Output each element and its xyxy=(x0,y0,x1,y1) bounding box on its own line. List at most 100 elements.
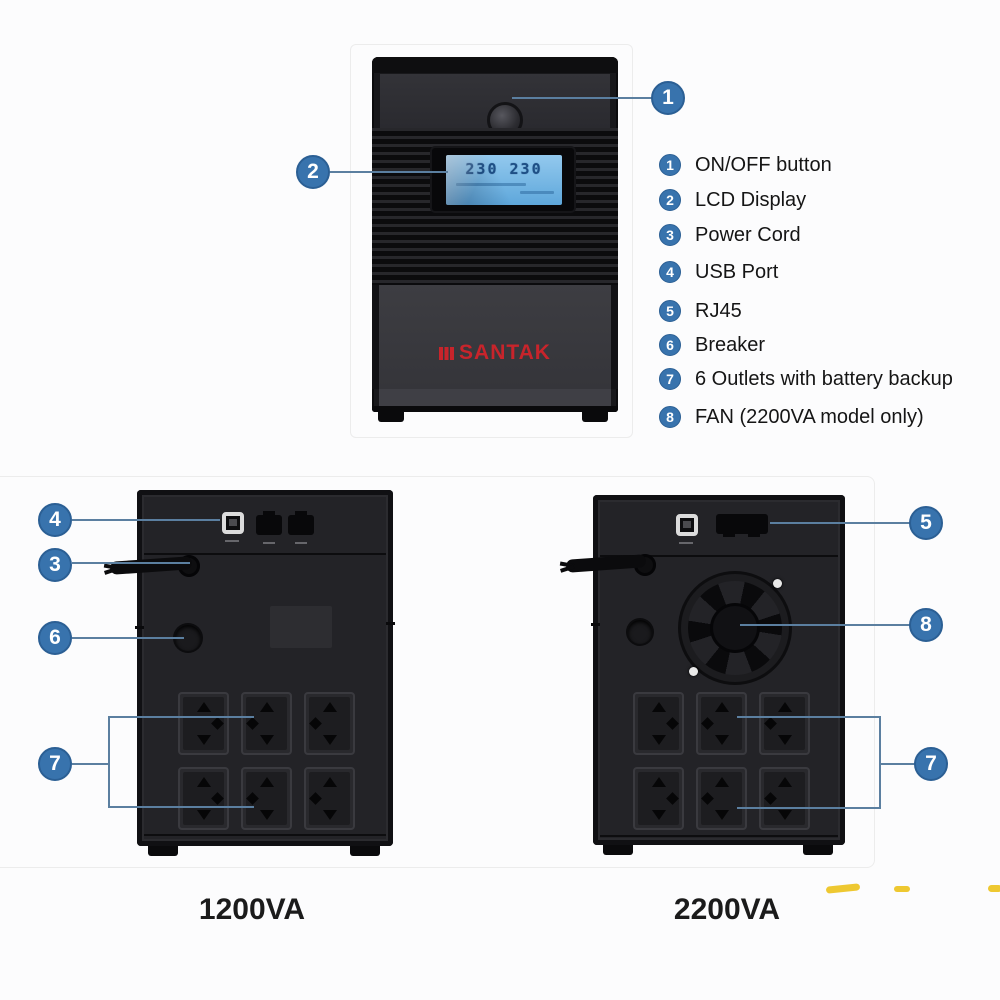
outlet-hole xyxy=(701,716,714,730)
callout-2-lcd: 2 xyxy=(296,155,330,189)
ups-front-view: 230 230 SANTAK xyxy=(372,57,618,412)
rear-left-foot xyxy=(148,846,178,856)
legend-item-1: 1 ON/OFF button xyxy=(659,154,832,176)
outlet-hole xyxy=(714,702,729,712)
front-top-panel xyxy=(379,73,611,138)
lcd-small-text-row xyxy=(520,191,554,194)
rj45-in-port xyxy=(256,511,282,535)
legend-item-7: 7 6 Outlets with battery backup xyxy=(659,368,953,390)
outlet-hole xyxy=(651,702,666,712)
legend-num-2: 2 xyxy=(659,189,681,211)
outlet-hole xyxy=(714,810,729,820)
outlet-socket xyxy=(178,767,229,830)
legend-label-5: RJ45 xyxy=(695,300,742,322)
outlet-socket xyxy=(178,692,229,755)
outlet-socket xyxy=(696,692,747,755)
legend-num-3: 3 xyxy=(659,224,681,246)
rear-left-foot xyxy=(350,846,380,856)
bracket-7-left-top xyxy=(108,716,254,718)
callout-4-usb: 4 xyxy=(38,503,72,537)
breaker-button xyxy=(628,620,652,644)
legend-label-7: 6 Outlets with battery backup xyxy=(695,368,953,390)
leader-line-4 xyxy=(72,519,220,521)
lcd-small-text-row xyxy=(456,183,526,186)
outlet-grid-2200va xyxy=(633,692,810,830)
watermark-mark xyxy=(988,885,1000,892)
leader-line-3 xyxy=(72,562,190,564)
outlet-hole xyxy=(246,716,259,730)
leader-line-2 xyxy=(330,171,448,173)
outlet-hole xyxy=(196,702,211,712)
outlet-hole xyxy=(211,791,224,805)
outlet-hole xyxy=(322,810,337,820)
ups-rear-view-2200va xyxy=(591,495,845,845)
outlet-grid-1200va xyxy=(178,692,355,830)
case-notch xyxy=(591,623,600,626)
outlet-hole xyxy=(714,777,729,787)
outlet-hole xyxy=(666,791,679,805)
leader-line-7-right xyxy=(879,763,915,765)
outlet-hole xyxy=(196,735,211,745)
front-foot-right xyxy=(582,412,608,422)
outlet-socket xyxy=(633,767,684,830)
usb-port-label xyxy=(225,540,239,542)
front-foot-left xyxy=(378,412,404,422)
legend-label-4: USB Port xyxy=(695,261,779,283)
outlet-hole xyxy=(259,702,274,712)
cooling-fan xyxy=(681,574,789,682)
rear-right-foot xyxy=(803,845,833,855)
outlet-hole xyxy=(651,777,666,787)
rear-views-card xyxy=(0,476,875,868)
fan-screw xyxy=(773,579,782,588)
legend-label-3: Power Cord xyxy=(695,224,801,246)
outlet-hole xyxy=(701,791,714,805)
leader-line-6 xyxy=(72,637,184,639)
usb-port xyxy=(676,514,698,536)
outlet-hole xyxy=(777,735,792,745)
outlet-hole xyxy=(196,777,211,787)
bracket-7-left xyxy=(108,716,110,808)
bracket-7-right-bottom xyxy=(737,807,881,809)
outlet-hole xyxy=(322,702,337,712)
lcd-readout: 230 230 xyxy=(465,160,543,178)
outlet-hole xyxy=(651,735,666,745)
outlet-hole xyxy=(211,716,224,730)
legend-num-5: 5 xyxy=(659,300,681,322)
legend-item-6: 6 Breaker xyxy=(659,334,765,356)
callout-3-power-cord: 3 xyxy=(38,548,72,582)
outlet-hole xyxy=(777,810,792,820)
outlet-hole xyxy=(666,716,679,730)
rear-right-foot xyxy=(603,845,633,855)
outlet-hole xyxy=(309,716,322,730)
callout-7-outlets-right: 7 xyxy=(914,747,948,781)
lcd-display: 230 230 xyxy=(446,155,562,205)
legend-item-3: 3 Power Cord xyxy=(659,224,801,246)
outlet-socket xyxy=(759,767,810,830)
rear-panel-seam xyxy=(144,553,386,555)
legend-label-2: LCD Display xyxy=(695,189,807,211)
outlet-hole xyxy=(777,777,792,787)
outlet-socket xyxy=(759,692,810,755)
front-door-panel: SANTAK xyxy=(372,285,618,389)
legend-item-8: 8 FAN (2200VA model only) xyxy=(659,406,924,428)
leader-line-7-left xyxy=(72,763,110,765)
santak-logo-icon xyxy=(439,346,455,360)
outlet-hole xyxy=(764,791,777,805)
outlet-socket xyxy=(304,767,355,830)
legend-item-2: 2 LCD Display xyxy=(659,189,806,211)
legend-item-5: 5 RJ45 xyxy=(659,300,742,322)
outlet-hole xyxy=(322,777,337,787)
outlet-socket xyxy=(241,767,292,830)
outlet-hole xyxy=(309,791,322,805)
bracket-7-left-bottom xyxy=(108,806,254,808)
label-recess xyxy=(270,606,332,648)
case-notch xyxy=(386,622,395,625)
callout-6-breaker: 6 xyxy=(38,621,72,655)
fan-screw xyxy=(689,667,698,676)
rear-panel-seam xyxy=(600,555,838,557)
legend-num-4: 4 xyxy=(659,261,681,283)
usb-port xyxy=(222,512,244,534)
legend-num-1: 1 xyxy=(659,154,681,176)
callout-8-fan: 8 xyxy=(909,608,943,642)
callout-1-onoff: 1 xyxy=(651,81,685,115)
